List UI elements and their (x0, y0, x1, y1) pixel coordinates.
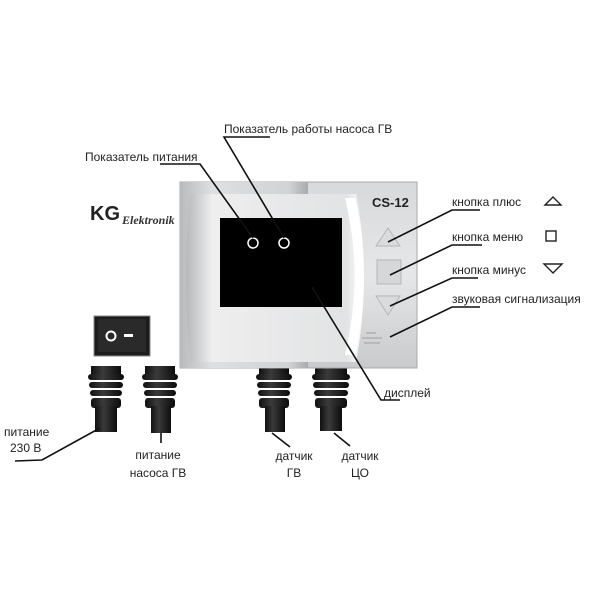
label-pump-power-line2: насоса ГВ (129, 466, 187, 480)
triangle-up-icon (543, 196, 563, 206)
label-minus-button: кнопка минус (452, 263, 527, 277)
controller-body: KG Elektronik CS-12 (90, 181, 418, 369)
label-sensor-hw-line1: датчик (275, 449, 313, 463)
minus-button[interactable] (375, 295, 401, 316)
cable-gland-sensor-ch (312, 366, 350, 431)
label-display: дисплей (384, 386, 431, 400)
plus-button[interactable] (375, 227, 401, 247)
triangle-down-icon (542, 263, 564, 274)
cable-glands (88, 366, 350, 433)
leader-lines (14, 136, 482, 462)
display-screen (220, 218, 342, 307)
brand-logo-elektronik: Elektronik (121, 213, 175, 227)
label-power-230-line2: 230 В (10, 441, 42, 455)
cable-gland-pump-power (142, 366, 178, 433)
cable-gland-power-230 (88, 366, 124, 432)
label-sensor-hw-line2: ГВ (286, 466, 302, 480)
model-label: CS-12 (372, 195, 409, 210)
label-power-indicator: Показатель питания (85, 150, 198, 164)
label-power-230-line1: питание (4, 425, 50, 439)
brand-logo-kg: KG (90, 203, 120, 225)
square-icon (545, 230, 557, 242)
label-sensor-ch-line2: ЦО (351, 466, 369, 480)
label-buzzer: звуковая сигнализация (452, 292, 581, 306)
label-pump-power-line1: питание (135, 448, 181, 462)
power-switch[interactable] (93, 315, 151, 357)
label-pump-indicator: Показатель работы насоса ГВ (224, 122, 393, 136)
label-sensor-ch-line1: датчик (341, 449, 379, 463)
label-plus-button: кнопка плюс (452, 195, 522, 209)
label-menu-button: кнопка меню (452, 230, 524, 244)
cable-gland-sensor-hw (256, 366, 292, 432)
buzzer-grille (362, 332, 382, 344)
